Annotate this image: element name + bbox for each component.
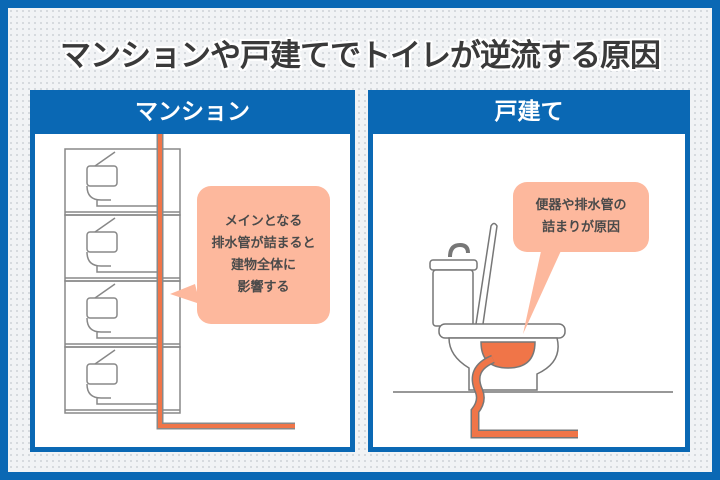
- mansion-bubble: メインとなる 排水管が詰まると 建物全体に 影響する: [197, 186, 330, 324]
- bubble-line: 排水管が詰まると: [211, 236, 316, 251]
- house-illustration: 便器や排水管の 詰まりが原因: [373, 134, 685, 447]
- page-title: マンションや戸建てでトイレが逆流する原因: [60, 38, 661, 74]
- apartment-toilets-diagram: [64, 134, 295, 430]
- bubble-line: 建物全体に: [230, 258, 296, 273]
- house-panel: 戸建て 便器や排水管の 詰まりが原因: [368, 90, 690, 452]
- bubble-line: 詰まりが原因: [541, 220, 620, 235]
- mansion-illustration: メインとなる 排水管が詰まると 建物全体に 影響する: [35, 134, 350, 447]
- bubble-line: 影響する: [237, 280, 290, 295]
- house-header: 戸建て: [494, 99, 564, 125]
- mansion-header: マンション: [135, 99, 250, 125]
- house-bubble: 便器や排水管の 詰まりが原因: [513, 182, 649, 252]
- bubble-line: メインとなる: [224, 214, 303, 229]
- house-toilet-diagram: [393, 222, 673, 439]
- bubble-line: 便器や排水管の: [535, 198, 627, 213]
- mansion-panel: マンション メインとなる 排水管が詰まると 建物全体に 影響する: [30, 90, 355, 452]
